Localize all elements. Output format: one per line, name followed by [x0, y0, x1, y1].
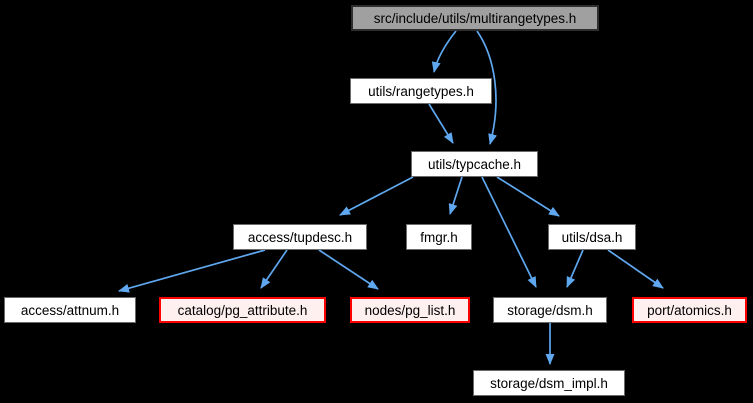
graph-edge-typcache-to-tupdesc [339, 176, 414, 216]
graph-node-typcache[interactable]: utils/typcache.h [411, 151, 538, 177]
graph-edge-tupdesc-to-attnum [118, 249, 266, 293]
graph-node-attnum[interactable]: access/attnum.h [4, 297, 136, 323]
graph-node-label: catalog/pg_attribute.h [177, 302, 308, 318]
graph-node-rangetypes[interactable]: utils/rangetypes.h [350, 78, 492, 104]
graph-node-label: storage/dsm_impl.h [490, 375, 608, 391]
graph-node-label: src/include/utils/multirangetypes.h [373, 10, 577, 26]
graph-edge-rangetypes-to-typcache [428, 103, 454, 144]
graph-node-pg_list[interactable]: nodes/pg_list.h [350, 297, 470, 323]
graph-node-tupdesc[interactable]: access/tupdesc.h [233, 224, 367, 250]
graph-node-label: utils/typcache.h [427, 156, 522, 172]
graph-node-label: utils/rangetypes.h [368, 83, 474, 99]
graph-node-label: utils/dsa.h [561, 229, 623, 245]
graph-node-dsa[interactable]: utils/dsa.h [548, 224, 636, 250]
graph-node-label: access/tupdesc.h [247, 229, 353, 245]
graph-node-label: port/atomics.h [647, 302, 732, 318]
graph-edge-multirangetypes-to-rangetypes [431, 30, 457, 73]
graph-node-label: storage/dsm.h [507, 302, 593, 318]
graph-node-atomics[interactable]: port/atomics.h [632, 297, 747, 323]
graph-node-multirangetypes[interactable]: src/include/utils/multirangetypes.h [351, 5, 599, 31]
graph-node-dsm[interactable]: storage/dsm.h [493, 297, 607, 323]
graph-edge-dsa-to-atomics [607, 249, 664, 289]
graph-node-dsm_impl[interactable]: storage/dsm_impl.h [473, 370, 625, 396]
graph-node-pg_attribute[interactable]: catalog/pg_attribute.h [159, 297, 326, 323]
graph-edge-typcache-to-fmgr [448, 176, 463, 215]
graph-node-label: access/attnum.h [20, 302, 120, 318]
graph-edge-dsa-to-dsm [566, 249, 584, 288]
graph-edge-tupdesc-to-pg_list [318, 249, 379, 290]
graph-node-label: fmgr.h [420, 229, 458, 245]
graph-edge-multirangetypes-to-typcache [476, 30, 497, 145]
graph-edge-typcache-to-dsa [496, 176, 560, 217]
graph-edge-tupdesc-to-pg_attribute [260, 249, 288, 289]
graph-node-fmgr[interactable]: fmgr.h [406, 224, 472, 250]
graph-edge-typcache-to-dsm [481, 176, 537, 288]
graph-node-label: nodes/pg_list.h [364, 302, 456, 318]
